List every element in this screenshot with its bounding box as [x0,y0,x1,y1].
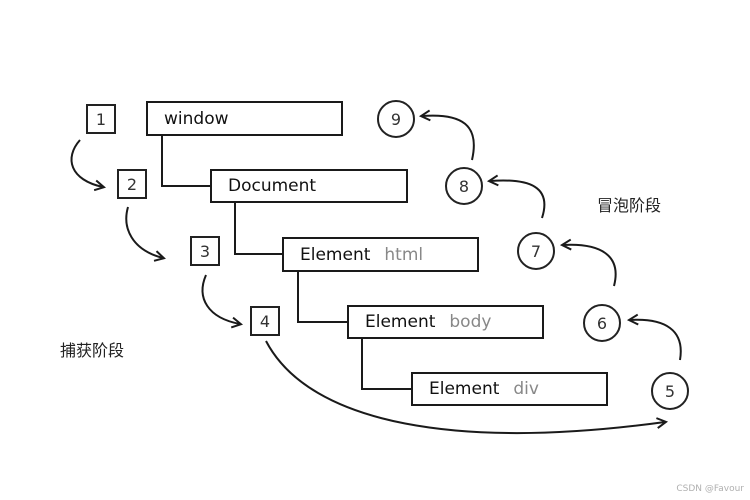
bubble-arrow-6-7 [563,245,617,287]
capture-arrow-4-5 [265,340,665,434]
capture-step-3: 3 [190,236,220,266]
bubble-step-6: 6 [583,304,621,342]
node-document-label: Document [228,176,317,196]
node-html-tag: html [384,244,424,265]
bubble-step-9: 9 [377,100,415,138]
node-element-body: Element body [347,305,544,339]
watermark: CSDN @Favour [676,484,744,494]
bubble-step-6-label: 6 [596,313,608,333]
node-element-html: Element html [282,237,479,272]
bubble-step-9-label: 9 [390,109,402,129]
tree-connector-html-body [297,272,347,323]
node-div-label: Element [429,379,500,399]
bubble-phase-label: 冒泡阶段 [597,196,662,215]
bubble-arrow-7-8 [490,180,546,219]
bubble-step-5: 5 [651,372,689,410]
bubble-arrow-8-9 [422,116,475,161]
node-html-label: Element [300,244,371,265]
bubble-arrow-5-6 [630,320,682,361]
capture-arrow-1-2 [70,139,103,187]
tree-connector-body-div [361,339,411,390]
capture-step-4: 4 [250,306,280,336]
node-element-div: Element div [411,372,608,406]
node-document: Document [210,169,408,203]
bubble-step-5-label: 5 [664,381,676,401]
capture-step-3-label: 3 [199,241,211,261]
node-window-label: window [164,108,229,129]
bubble-step-7: 7 [517,232,555,270]
tree-connector-document-html [234,202,282,255]
node-body-label: Element [365,312,436,332]
node-body-tag: body [449,312,492,332]
capture-step-1-label: 1 [95,109,107,129]
capture-step-2: 2 [117,169,147,199]
capture-arrow-3-4 [201,274,240,324]
node-window: window [146,101,343,136]
capture-arrow-2-3 [125,206,163,258]
bubble-step-8: 8 [445,167,483,205]
capture-phase-label: 捕获阶段 [60,341,125,360]
tree-connector-window-document [161,135,210,187]
bubble-step-7-label: 7 [530,241,542,261]
capture-step-2-label: 2 [126,174,138,194]
capture-step-1: 1 [86,104,116,134]
bubble-step-8-label: 8 [458,176,470,196]
node-div-tag: div [513,379,539,399]
capture-step-4-label: 4 [259,311,271,331]
